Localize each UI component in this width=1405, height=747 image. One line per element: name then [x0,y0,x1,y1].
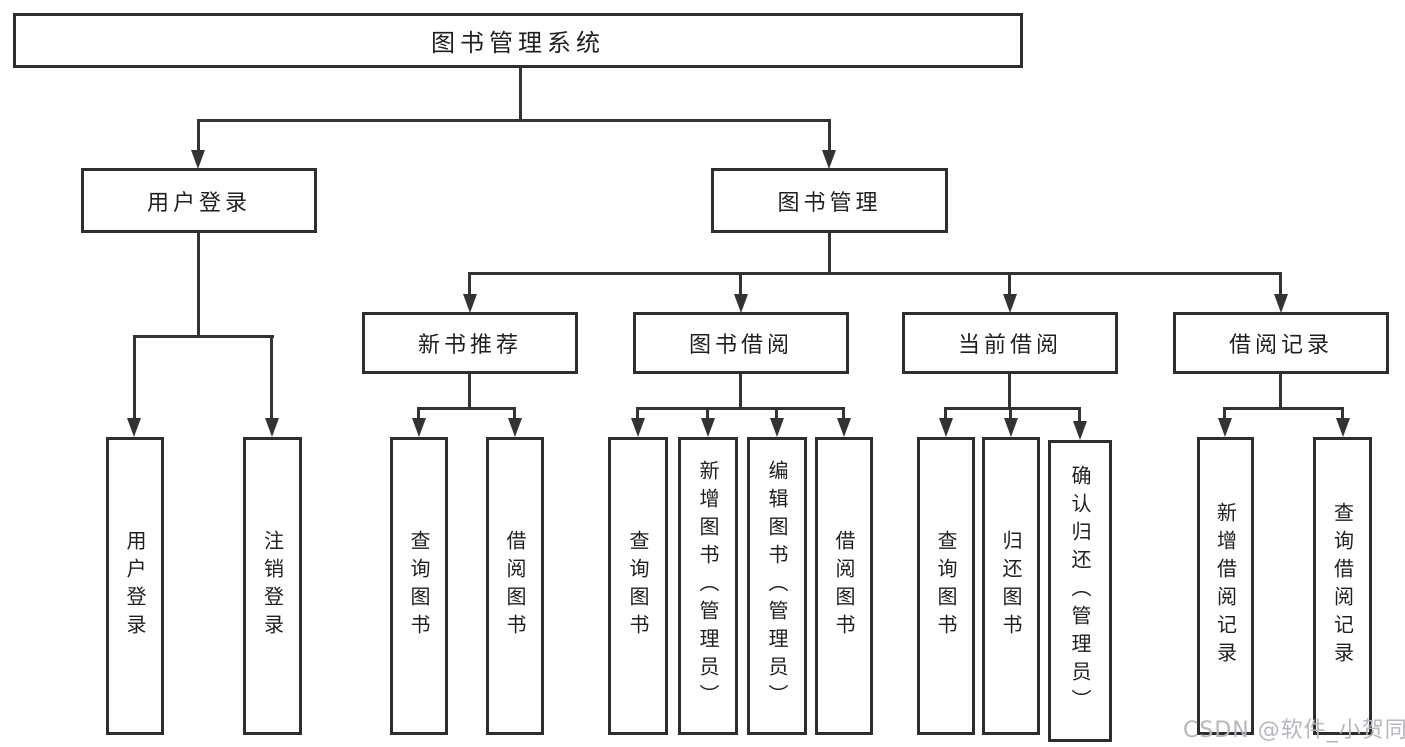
arrow-down-icon [127,418,141,437]
arrow-down-icon [191,150,205,169]
arrow-down-icon [1336,418,1350,437]
node-label: 图书管理系统 [431,29,605,57]
leaf-edit-book-admin: 编辑图书（管理员） [747,437,807,735]
arrow-down-icon [631,418,645,437]
connector-bookborrow-horizontal [636,407,845,410]
node-label: 查询借阅记录 [1330,502,1355,670]
leaf-borrow-books: 借阅图书 [815,437,873,735]
connector-bookmgmt-vertical [828,233,831,274]
arrow-down-icon [463,294,477,313]
connector-stem-leaf-logout [270,335,273,421]
connector-stem-book-mgmt [828,119,831,155]
arrow-down-icon [701,418,715,437]
connector-stem-current-borrow [1008,272,1011,296]
node-label: 确认归还（管理员） [1068,465,1092,717]
node-label: 查询图书 [626,530,650,642]
node-label: 借阅图书 [503,530,527,642]
node-book-management: 图书管理 [711,168,948,233]
leaf-query-borrow-record: 查询借阅记录 [1313,437,1372,735]
connector-borrowrecord-vertical [1279,374,1282,409]
connector-userlogin-horizontal [133,335,274,338]
arrow-down-icon [1003,294,1017,313]
node-label: 用户登录 [123,530,147,642]
connector-stem [417,407,420,421]
connector-stem [706,407,709,421]
connector-stem [636,407,639,421]
node-label: 新书推荐 [417,333,522,358]
arrow-down-icon [939,418,953,437]
leaf-add-book-admin: 新增图书（管理员） [678,437,738,735]
leaf-query-books-current: 查询图书 [917,437,975,735]
leaf-return-books: 归还图书 [982,437,1040,735]
connector-stem [1078,407,1081,424]
connector-stem [513,407,516,421]
arrow-down-icon [1218,418,1232,437]
arrow-down-icon [508,418,522,437]
node-label: 编辑图书（管理员） [765,460,789,712]
node-library-management-system: 图书管理系统 [13,13,1023,68]
node-label: 借阅记录 [1228,333,1333,358]
arrow-down-icon [1004,418,1018,437]
connector-currentborrow-vertical [1008,374,1011,409]
connector-stem-borrow-record [1279,272,1282,296]
connector-stem-book-borrow [739,272,742,296]
arrow-down-icon [734,294,748,313]
connector-stem [842,407,845,421]
arrow-down-icon [822,150,836,169]
arrow-down-icon [1073,421,1087,440]
node-label: 注销登录 [260,530,285,642]
leaf-confirm-return-admin: 确认归还（管理员） [1048,440,1112,742]
arrow-down-icon [837,418,851,437]
connector-stem-new-book-rec [468,272,471,296]
arrow-down-icon [412,418,426,437]
arrow-down-icon [1274,294,1288,313]
node-label: 当前借阅 [957,333,1062,358]
connector-stem-user-login [197,119,200,155]
node-book-borrowing: 图书借阅 [633,312,849,374]
connector-stem [1341,407,1344,421]
connector-stem [1009,407,1012,421]
node-label: 借阅图书 [832,530,856,642]
leaf-add-borrow-record: 新增借阅记录 [1197,437,1254,735]
connector-root-horizontal [198,119,831,122]
connector-newbookrec-vertical [468,374,471,409]
node-new-book-recommendation: 新书推荐 [362,312,578,374]
node-label: 查询图书 [934,530,958,642]
arrow-down-icon [770,418,784,437]
connector-root-vertical [519,68,522,121]
leaf-user-login: 用户登录 [106,437,164,735]
connector-currentborrow-horizontal [944,407,1081,410]
leaf-logout: 注销登录 [243,437,302,735]
node-borrowing-records: 借阅记录 [1173,312,1389,374]
node-label: 查询图书 [407,530,431,642]
connector-bookmgmt-horizontal [468,272,1282,275]
connector-userlogin-vertical [197,233,200,337]
connector-stem [1223,407,1226,421]
connector-bookborrow-vertical [739,374,742,409]
node-label: 归还图书 [999,530,1023,642]
leaf-query-books-borrowing: 查询图书 [608,437,668,735]
watermark: CSDN @软件_小贺同学 [1183,718,1405,743]
connector-borrowrecord-horizontal [1223,407,1344,410]
leaf-query-books-recommend: 查询图书 [390,437,448,735]
node-label: 图书管理 [777,190,882,216]
connector-newbookrec-horizontal [417,407,516,410]
node-label: 新增借阅记录 [1213,502,1238,670]
node-label: 图书借阅 [688,333,793,358]
connector-stem-leaf-user-login [133,335,136,421]
node-label: 新增图书（管理员） [696,460,720,712]
leaf-borrow-books-recommend: 借阅图书 [486,437,544,735]
node-label: 用户登录 [146,190,251,216]
arrow-down-icon [265,418,279,437]
connector-stem [944,407,947,421]
node-current-borrowing: 当前借阅 [902,312,1118,374]
node-user-login: 用户登录 [81,168,317,233]
connector-stem [775,407,778,421]
